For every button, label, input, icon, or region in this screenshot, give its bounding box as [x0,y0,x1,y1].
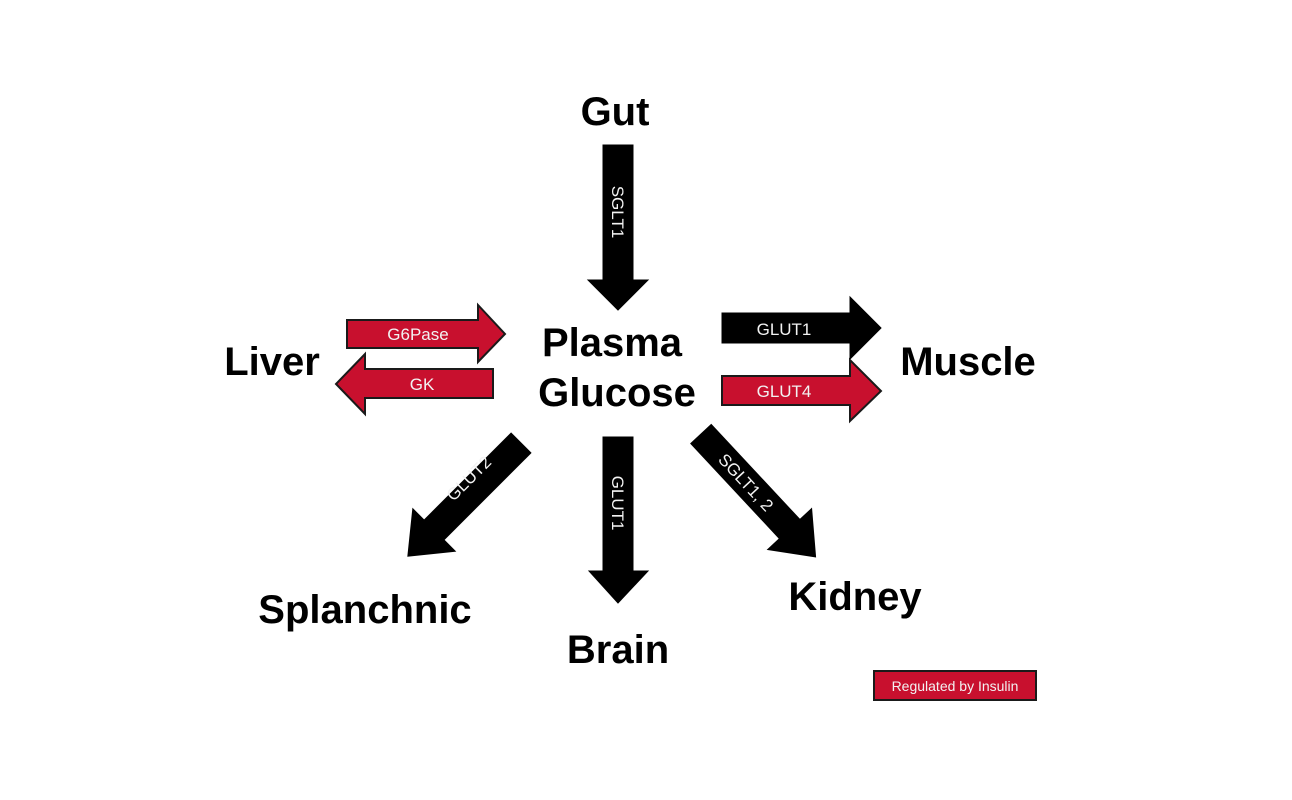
arrow-label-g6pase: G6Pase [387,325,448,344]
arrow-label-sglt1-gut: SGLT1 [608,186,627,239]
node-kidney: Kidney [788,575,922,619]
arrow-plasma-to-brain: GLUT1 [587,436,650,604]
legend-label: Regulated by Insulin [892,678,1019,694]
arrow-label-glut4: GLUT4 [757,382,812,401]
arrow-liver-to-plasma: G6Pase [346,302,507,365]
center-plasma-label: Plasma [542,321,683,365]
arrow-plasma-to-muscle-glut4: GLUT4 [721,357,883,424]
arrow-plasma-to-muscle-glut1: GLUT1 [721,295,882,361]
node-gut: Gut [581,90,650,134]
arrow-plasma-to-liver: GK [334,351,494,417]
arrow-plasma-to-kidney: SGLT1, 2 [690,423,817,558]
arrow-label-gk: GK [410,375,435,394]
arrow-label-sglt12: SGLT1, 2 [714,450,777,515]
arrow-label-glut1-brain: GLUT1 [608,476,627,531]
node-muscle: Muscle [900,340,1036,384]
node-splanchnic: Splanchnic [258,588,471,632]
legend-regulated-by-insulin: Regulated by Insulin [873,670,1037,701]
node-liver: Liver [224,340,320,384]
node-brain: Brain [567,628,669,672]
center-glucose-label: Glucose [538,371,696,415]
arrow-label-glut1-muscle: GLUT1 [757,320,812,339]
arrow-gut-to-plasma: SGLT1 [586,144,650,311]
arrow-plasma-to-splanchnic: GLUT2 [407,432,532,557]
